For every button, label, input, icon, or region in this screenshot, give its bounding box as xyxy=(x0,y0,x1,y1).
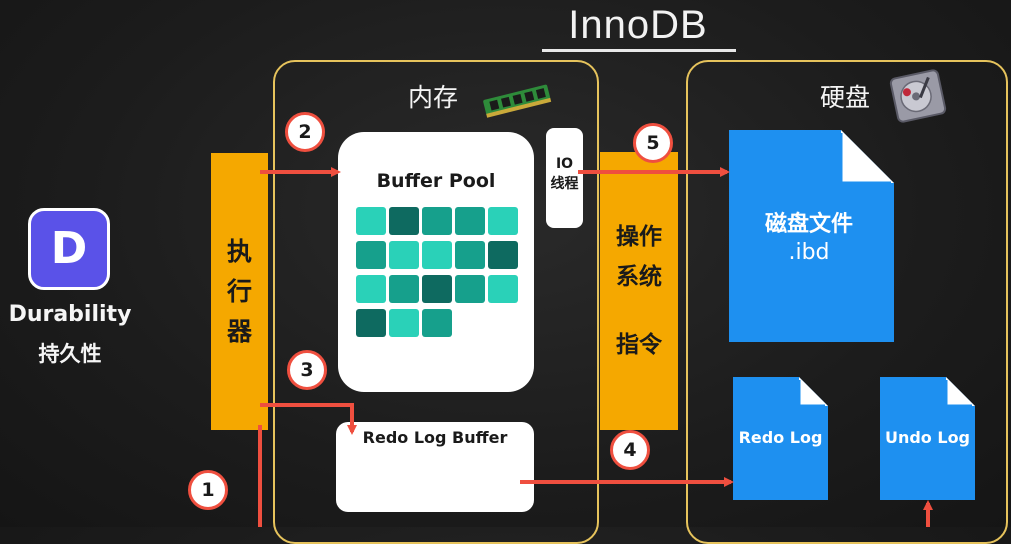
buffer-pool-page xyxy=(455,207,485,235)
buffer-pool-page xyxy=(389,241,419,269)
durability-label-en: Durability xyxy=(8,302,132,327)
buffer-pool-box: Buffer Pool xyxy=(338,132,534,392)
buffer-pool-page xyxy=(389,309,419,337)
disk-file-icon xyxy=(729,130,894,342)
buffer-pool-page xyxy=(455,275,485,303)
buffer-pool-page xyxy=(356,207,386,235)
os-instruction-line2: 指令 xyxy=(616,332,662,358)
buffer-pool-page xyxy=(488,275,518,303)
io-thread-box: IO 线程 xyxy=(546,128,583,228)
step-marker-2: 2 xyxy=(285,112,325,152)
arrow-executor-to-redo-buffer xyxy=(260,403,357,435)
hard-disk-icon xyxy=(889,69,947,123)
title-underline xyxy=(542,49,736,52)
buffer-pool-page xyxy=(389,275,419,303)
io-thread-label: IO 线程 xyxy=(550,156,579,192)
disk-file-extension: .ibd xyxy=(788,240,830,265)
disk-region-label: 硬盘 xyxy=(819,83,870,112)
page-title: InnoDB xyxy=(568,3,708,47)
buffer-pool-page xyxy=(356,275,386,303)
buffer-pool-page xyxy=(422,309,452,337)
buffer-pool-page xyxy=(455,241,485,269)
buffer-pool-page xyxy=(488,241,518,269)
redo-log-buffer-box: Redo Log Buffer xyxy=(336,422,534,512)
buffer-pool-page xyxy=(422,207,452,235)
memory-region-label: 内存 xyxy=(407,83,458,112)
os-instruction-line1: 操作 系统 xyxy=(616,224,662,290)
buffer-pool-page xyxy=(488,207,518,235)
redo-log-file-icon xyxy=(733,377,828,500)
buffer-pool-label: Buffer Pool xyxy=(376,170,496,192)
os-instruction-box: 操作 系统 指令 xyxy=(600,152,678,430)
buffer-pool-page xyxy=(356,241,386,269)
step-marker-5: 5 xyxy=(633,123,673,163)
redo-log-buffer-label: Redo Log Buffer xyxy=(362,428,508,447)
buffer-pool-page xyxy=(422,241,452,269)
step-marker-4: 4 xyxy=(610,430,650,470)
durability-label-cn: 持久性 xyxy=(38,342,102,366)
buffer-pool-page xyxy=(389,207,419,235)
step-marker-3: 3 xyxy=(287,350,327,390)
undo-log-file-label: Undo Log xyxy=(884,428,971,447)
flow-arrows xyxy=(258,167,933,527)
durability-badge: D xyxy=(28,208,110,290)
redo-log-file-label: Redo Log xyxy=(738,428,823,447)
executor-box: 执 行 器 xyxy=(211,153,268,430)
buffer-pool-page xyxy=(356,309,386,337)
undo-log-file-icon xyxy=(880,377,975,500)
ram-chip-icon xyxy=(483,84,552,118)
buffer-pool-page xyxy=(422,275,452,303)
step-marker-1: 1 xyxy=(188,470,228,510)
executor-label: 执 行 器 xyxy=(226,236,252,346)
disk-file-label: 磁盘文件 xyxy=(764,212,853,237)
